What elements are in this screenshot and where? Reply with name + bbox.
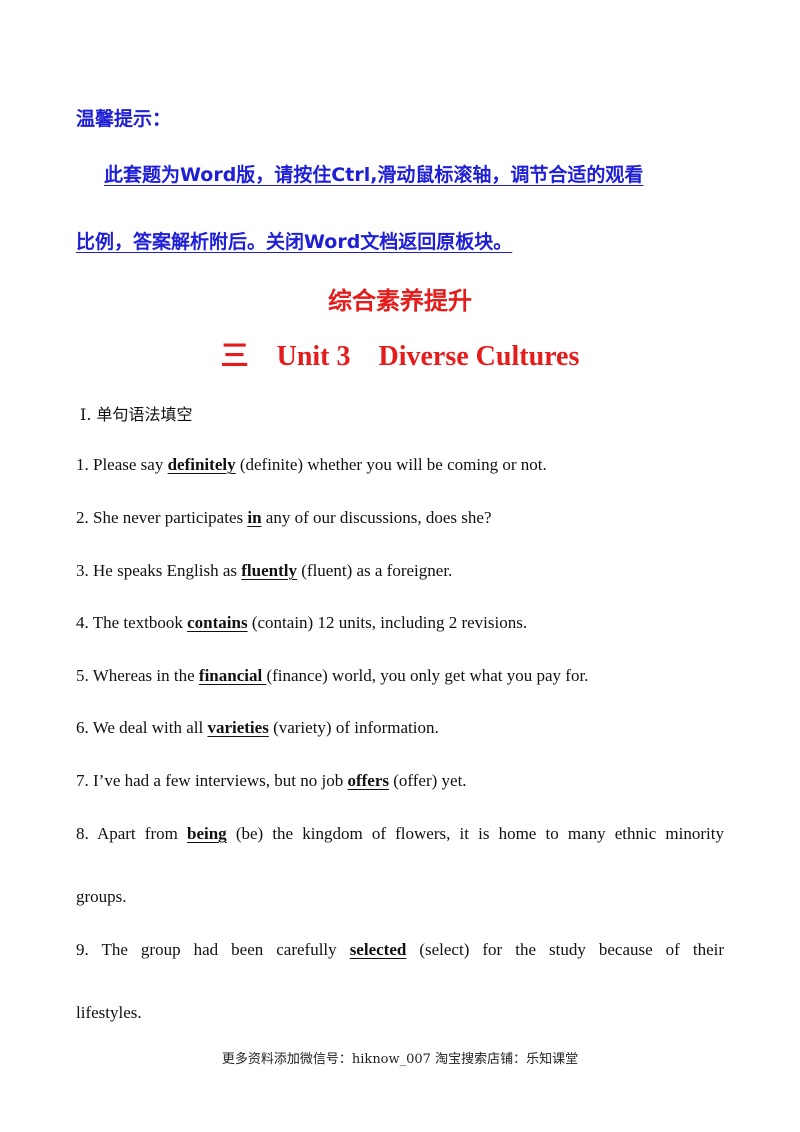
page-title: 综合素养提升 [328, 287, 472, 315]
exercise-item-9-continuation: lifestyles. [76, 1003, 142, 1022]
exercise-item-8: 8. Apart from being (be) the kingdom of … [76, 824, 724, 844]
item-text-after: (finance) world, you only get what you p… [266, 666, 589, 685]
exercise-item-8-continuation: groups. [76, 887, 127, 906]
item-text-before: 1. Please say [76, 455, 168, 474]
exercise-item-3: 3. He speaks English as fluently (fluent… [76, 561, 724, 581]
item-text-before: 2. She never participates [76, 508, 248, 527]
exercise-item-9: 9. The group had been carefully selected… [76, 940, 724, 960]
answer-blank: contains [187, 613, 248, 632]
item-text-before: 8. Apart from [76, 824, 187, 843]
item-text-after: (definite) whether you will be coming or… [235, 455, 547, 474]
notice-line-1: 此套题为Word版，请按住Ctrl,滑动鼠标滚轴，调节合适的观看 [104, 164, 644, 186]
item-text-after: (select) for the study because of their [406, 940, 725, 959]
item-text-after: (variety) of information. [268, 718, 439, 737]
item-text-before: 9. The group had been carefully [76, 940, 350, 959]
exercise-item-7: 7. I’ve had a few interviews, but no job… [76, 771, 724, 791]
answer-blank: fluently [241, 561, 297, 580]
exercise-item-1: 1. Please say definitely (definite) whet… [76, 455, 724, 475]
answer-blank: selected [349, 940, 407, 959]
item-text-before: 5. Whereas in the [76, 666, 199, 685]
item-text-after: (contain) 12 units, including 2 revision… [247, 613, 528, 632]
page-footer: 更多资料添加微信号：hiknow_007 淘宝搜索店铺：乐知课堂 [221, 1052, 579, 1067]
exercise-item-6: 6. We deal with all varieties (variety) … [76, 718, 724, 738]
notice-title: 温馨提示： [76, 108, 172, 130]
item-text-before: 6. We deal with all [76, 718, 208, 737]
item-text-after: (offer) yet. [388, 771, 467, 790]
answer-blank: being [187, 824, 227, 843]
item-text-after: (be) the kingdom of flowers, it is home … [226, 824, 724, 843]
item-text-before: 3. He speaks English as [76, 561, 242, 580]
item-text-after: any of our discussions, does she? [261, 508, 492, 527]
exercise-item-2: 2. She never participates in any of our … [76, 508, 724, 528]
answer-blank: definitely [167, 455, 236, 474]
answer-blank: offers [347, 771, 389, 790]
item-text-before: 7. I’ve had a few interviews, but no job [76, 771, 348, 790]
unit-title: 三 Unit 3 Diverse Cultures [220, 341, 580, 372]
answer-blank: financial [198, 666, 267, 685]
section-title: Ⅰ. 单句语法填空 [80, 405, 193, 424]
answer-blank: in [247, 508, 262, 527]
exercise-item-5: 5. Whereas in the financial (finance) wo… [76, 666, 724, 686]
answer-blank: varieties [207, 718, 269, 737]
item-text-before: 4. The textbook [76, 613, 188, 632]
exercise-item-4: 4. The textbook contains (contain) 12 un… [76, 613, 724, 633]
item-text-after: (fluent) as a foreigner. [297, 561, 453, 580]
notice-line-2: 比例，答案解析附后。关闭Word文档返回原板块。 [76, 231, 513, 253]
